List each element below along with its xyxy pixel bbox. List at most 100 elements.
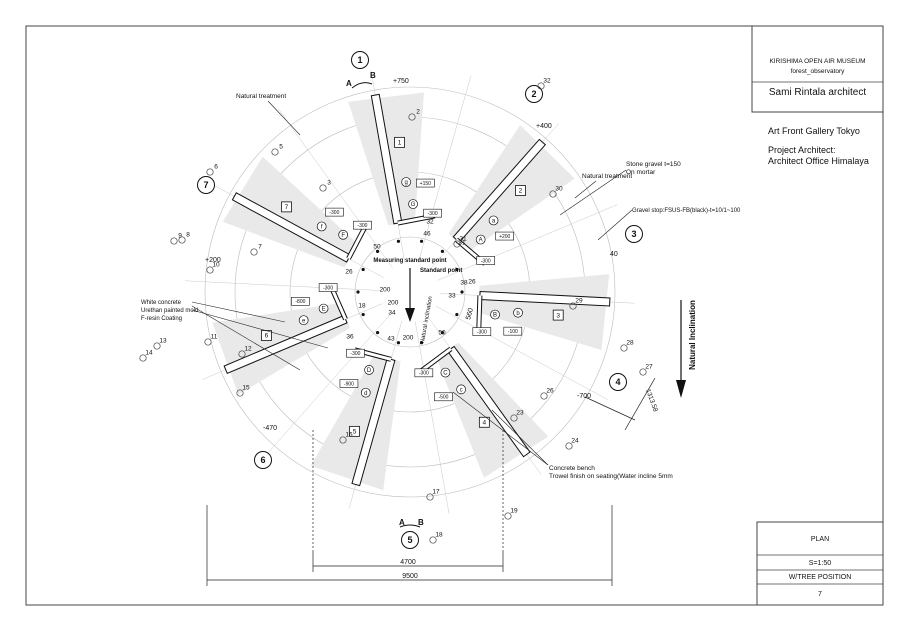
tree-label-30: 30 bbox=[555, 186, 563, 193]
wing-number-2: 2 bbox=[519, 188, 523, 195]
tree-label-8: 8 bbox=[186, 232, 190, 239]
section-mark-a-top: A bbox=[346, 79, 352, 88]
gallery-name: Art Front Gallery Tokyo bbox=[768, 126, 860, 136]
bench-letter-d: d bbox=[364, 391, 367, 397]
wing-number-5: 5 bbox=[353, 429, 357, 436]
section-circle bbox=[525, 85, 543, 103]
bench-letter-f: f bbox=[321, 225, 323, 231]
measuring-point: Measuring standard point bbox=[373, 258, 446, 264]
note-white-concrete-2: Urethan painted mold bbox=[141, 308, 198, 314]
tree-14 bbox=[139, 354, 147, 362]
section-circle bbox=[609, 373, 627, 391]
tree-label-28: 28 bbox=[626, 340, 634, 347]
bench-letter-g: g bbox=[404, 180, 407, 186]
bench-letter-e: e bbox=[302, 318, 306, 324]
tree-label-6: 6 bbox=[214, 164, 218, 171]
level-lower-right: -700 bbox=[577, 393, 591, 400]
ring-marker bbox=[375, 249, 380, 253]
area-level: -300 bbox=[428, 211, 438, 217]
natural-inclination-center: Natural inclination bbox=[420, 296, 434, 344]
gravel-area bbox=[448, 125, 575, 253]
bench-circle bbox=[456, 384, 467, 395]
tree-12 bbox=[238, 350, 246, 358]
center-dim: 26 bbox=[468, 279, 476, 286]
tree-label-16: 16 bbox=[345, 432, 353, 439]
sheet-title: W/TREE POSITION bbox=[788, 574, 852, 581]
wing-number-3: 3 bbox=[556, 312, 560, 319]
area-level: -300 bbox=[419, 371, 429, 377]
inclination-arrow-head bbox=[676, 380, 686, 398]
bench-level-box bbox=[434, 392, 453, 402]
area-letter-G: G bbox=[411, 202, 416, 208]
area-circle bbox=[338, 229, 349, 240]
wing-number-box bbox=[515, 185, 526, 196]
area-circle bbox=[364, 365, 374, 375]
section-circle-label-7: 7 bbox=[203, 180, 208, 190]
bench-level-box bbox=[495, 231, 515, 241]
tree-3 bbox=[319, 184, 327, 192]
section-circle bbox=[625, 225, 643, 243]
title-block-frame bbox=[751, 25, 884, 113]
bench-circle bbox=[360, 387, 371, 398]
drawing-name: PLAN bbox=[810, 535, 830, 543]
tree-30 bbox=[549, 190, 557, 198]
level-upper-right: +400 bbox=[536, 123, 552, 130]
area-level-box bbox=[414, 368, 434, 378]
natural-inclination-side: Natural Inclination bbox=[688, 300, 697, 370]
dim-inner: 4700 bbox=[400, 559, 416, 566]
wing-number-box bbox=[281, 201, 292, 213]
level-left: +200 bbox=[205, 257, 221, 264]
ring-marker bbox=[440, 331, 445, 335]
tree-7 bbox=[250, 248, 258, 256]
bench-circle bbox=[401, 177, 412, 187]
construction-ray bbox=[260, 314, 391, 461]
ring-marker bbox=[396, 341, 401, 345]
section-circle-label-5: 5 bbox=[407, 535, 412, 545]
tree-17 bbox=[426, 493, 434, 501]
wing-wall-5 bbox=[351, 357, 396, 487]
tree-8 bbox=[178, 236, 186, 244]
area-letter-F: F bbox=[341, 233, 345, 239]
tree-label-2: 2 bbox=[416, 109, 420, 116]
tree-label-5: 5 bbox=[279, 144, 283, 151]
tree-label-15: 15 bbox=[242, 385, 250, 392]
bench-letter-c: c bbox=[460, 387, 463, 393]
note-gravel-stop: Gravel stop:FSUS-FB(black)-t=10/1~100 bbox=[632, 208, 741, 214]
center-dim: 31 bbox=[458, 240, 466, 247]
drawing-scale: S=1:50 bbox=[808, 559, 832, 567]
bench-level: -100 bbox=[508, 329, 518, 335]
level-top: +750 bbox=[393, 78, 409, 85]
tree-2 bbox=[408, 113, 416, 121]
bench-level-box bbox=[325, 207, 344, 217]
bench-letter-a: a bbox=[492, 219, 496, 225]
dimension-lines bbox=[206, 430, 613, 586]
office-block: Art Front Gallery Tokyo Project Architec… bbox=[768, 126, 869, 167]
ring-marker bbox=[361, 267, 365, 272]
construction-ray bbox=[414, 321, 450, 514]
wing-number-box bbox=[478, 416, 490, 428]
sheet-info-frame bbox=[756, 521, 884, 606]
area-letter-C: C bbox=[443, 371, 448, 377]
ring-marker bbox=[419, 341, 424, 345]
ring-marker bbox=[440, 249, 445, 253]
bench-level: -900 bbox=[344, 381, 354, 387]
wing-wall-7 bbox=[231, 192, 352, 263]
wing-number-7: 7 bbox=[285, 204, 289, 211]
center-dim: 46 bbox=[423, 231, 431, 238]
section-circle bbox=[197, 176, 215, 194]
note-stone-gravel-2: On mortar bbox=[626, 169, 656, 176]
construction-circle bbox=[204, 86, 616, 498]
architect-name: Sami Rintala architect bbox=[768, 86, 867, 98]
project-name: KIRISHIMA OPEN AIR MUSEUM bbox=[769, 57, 866, 65]
area-circle bbox=[318, 303, 329, 314]
wing-number-box bbox=[349, 425, 360, 437]
section-circle-label-6: 6 bbox=[260, 455, 265, 465]
center-dim: 200 bbox=[403, 335, 414, 342]
tree-label-7: 7 bbox=[258, 244, 262, 251]
area-level: -300 bbox=[350, 351, 360, 357]
section-mark-b-bottom: B bbox=[418, 518, 424, 527]
center-arrow-head bbox=[405, 308, 415, 322]
area-circle bbox=[408, 199, 418, 209]
note-stone-gravel-1: Stone gravel t=150 bbox=[626, 161, 681, 168]
wing-wall-3 bbox=[479, 290, 611, 307]
